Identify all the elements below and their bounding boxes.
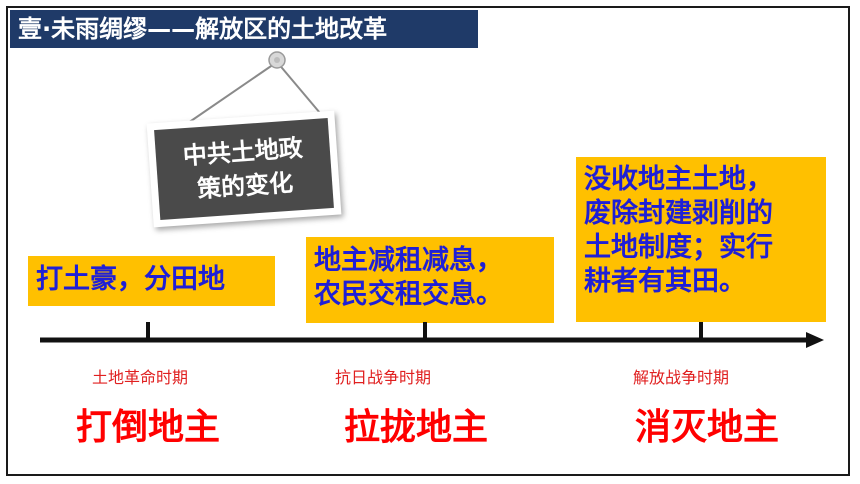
slide-frame [6,6,850,476]
policy-box-liberation-war: 没收地主土地， 废除封建剥削的 土地制度；实行 耕者有其田。 [576,157,826,322]
period-label-liberation-war: 解放战争时期 [633,368,730,387]
policy-line: 土地制度；实行 [584,232,773,263]
slogan-overthrow-landlords: 打倒地主 [76,407,221,448]
policy-line: 地主减租减息， [314,245,503,276]
policy-line: 没收地主土地， [584,164,773,195]
slogan-eliminate-landlords: 消灭地主 [635,407,780,448]
slogan-win-over-landlords: 拉拢地主 [344,407,489,448]
policy-sign: 中共土地政 策的变化 [146,110,342,228]
policy-box-anti-japanese: 地主减租减息， 农民交租交息。 [306,237,554,323]
policy-sign-board: 中共土地政 策的变化 [154,118,334,220]
policy-box-land-revolution: 打土豪，分田地 [28,256,275,306]
period-label-land-revolution: 土地革命时期 [92,368,189,387]
period-label-anti-japanese: 抗日战争时期 [335,368,432,387]
policy-line: 打土豪，分田地 [36,264,225,295]
policy-line: 农民交租交息。 [314,279,503,310]
policy-line: 废除封建剥削的 [584,198,773,229]
sign-line-2: 策的变化 [196,168,295,204]
slide-title: 壹·未雨绸缪——解放区的土地改革 [10,10,478,48]
policy-line: 耕者有其田。 [584,266,746,297]
